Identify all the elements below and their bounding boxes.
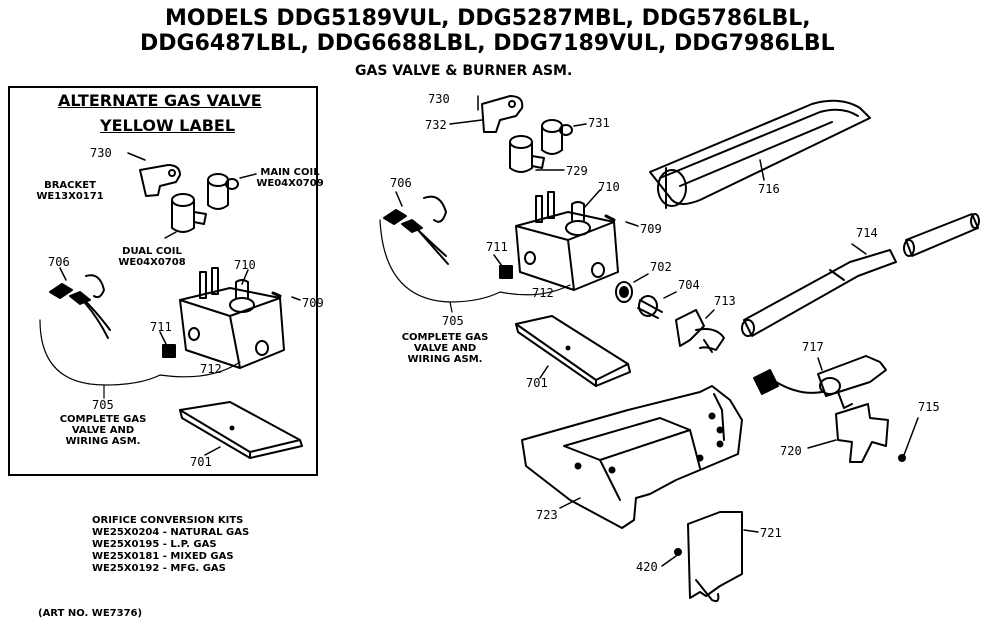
- alt-complete-line1: COMPLETE GAS: [59, 414, 147, 425]
- main-num-732: 732: [425, 118, 447, 132]
- alt-dual-coil-part: WE04X0708: [118, 257, 186, 268]
- alt-num-705: 705: [92, 398, 114, 412]
- alt-main-coil-part: WE04X0709: [256, 178, 324, 189]
- main-wiring-706: [383, 191, 449, 265]
- alt-bracket-part: WE13X0171: [36, 191, 104, 202]
- main-num-713: 713: [714, 294, 736, 308]
- main-complete-line1: COMPLETE GAS: [401, 332, 489, 343]
- main-complete-line2: VALVE AND: [413, 343, 477, 354]
- alt-num-701: 701: [190, 455, 212, 469]
- alt-num-730: 730: [90, 146, 112, 160]
- alt-num-712: 712: [200, 362, 222, 376]
- alt-bracket-text: BRACKET: [44, 180, 96, 191]
- alt-wiring-706: [49, 267, 111, 339]
- main-complete-line3: WIRING ASM.: [407, 354, 483, 365]
- alt-plate-701: [179, 401, 303, 459]
- models-title-line2: DDG6487LBL, DDG6688LBL, DDG7189VUL, DDG7…: [140, 31, 835, 56]
- main-complete-label: COMPLETE GAS VALVE AND WIRING ASM.: [390, 332, 500, 365]
- main-num-716: 716: [758, 182, 780, 196]
- main-num-705: 705: [442, 314, 464, 328]
- alt-bracket-730: [127, 152, 181, 197]
- main-num-420: 420: [636, 560, 658, 574]
- alt-screw-711: [159, 331, 176, 358]
- alt-bracket-label: BRACKET WE13X0171: [30, 180, 110, 202]
- main-num-714: 714: [856, 226, 878, 240]
- main-num-730: 730: [428, 92, 450, 106]
- alt-complete-label: COMPLETE GAS VALVE AND WIRING ASM.: [48, 414, 158, 447]
- main-num-706: 706: [390, 176, 412, 190]
- alt-num-706: 706: [48, 255, 70, 269]
- kits-title: ORIFICE CONVERSION KITS: [92, 515, 244, 526]
- main-num-704: 704: [678, 278, 700, 292]
- main-gas-valve: [515, 189, 639, 291]
- main-screw-711: [499, 265, 513, 279]
- main-num-721: 721: [760, 526, 782, 540]
- main-num-720: 720: [780, 444, 802, 458]
- kit-item: WE25X0192 - MFG. GAS: [92, 563, 226, 574]
- alt-gas-valve: [179, 267, 301, 369]
- kit-item: WE25X0195 - L.P. GAS: [92, 539, 217, 550]
- assembly-subtitle: GAS VALVE & BURNER ASM.: [355, 63, 573, 79]
- main-plate-701: [515, 315, 631, 387]
- main-num-712: 712: [532, 286, 554, 300]
- kit-item: WE25X0181 - MIXED GAS: [92, 551, 234, 562]
- main-screw-715: [898, 417, 919, 462]
- main-num-723: 723: [536, 508, 558, 522]
- alt-main-coil-label: MAIN COIL WE04X0709: [250, 167, 330, 189]
- main-num-701: 701: [526, 376, 548, 390]
- kit-item: WE25X0204 - NATURAL GAS: [92, 527, 250, 538]
- main-num-715: 715: [918, 400, 940, 414]
- art-number: (ART NO. WE7376): [38, 608, 143, 619]
- main-coil-729: [509, 135, 565, 173]
- yellow-label-heading: YELLOW LABEL: [100, 116, 236, 135]
- main-num-710: 710: [598, 180, 620, 194]
- alternate-valve-box: ALTERNATE GAS VALVE YELLOW LABEL: [8, 86, 318, 476]
- main-shield-721: [687, 511, 759, 603]
- alt-main-coil-text: MAIN COIL: [260, 167, 320, 178]
- alt-num-709: 709: [302, 296, 324, 310]
- main-num-717: 717: [802, 340, 824, 354]
- main-num-702: 702: [650, 260, 672, 274]
- main-burner-716: [649, 99, 871, 209]
- main-num-711: 711: [486, 240, 508, 254]
- main-orifice-702: [615, 273, 649, 303]
- main-num-731: 731: [588, 116, 610, 130]
- main-sleeve: [903, 213, 980, 257]
- orifice-kits: ORIFICE CONVERSION KITS WE25X0204 - NATU…: [92, 515, 249, 575]
- main-bracket-730: [449, 95, 524, 133]
- main-screw-420: [661, 548, 682, 567]
- alt-num-711: 711: [150, 320, 172, 334]
- main-support-723: [521, 385, 743, 529]
- alt-dual-coil-label: DUAL COIL WE04X0708: [112, 246, 192, 268]
- alt-705-brace: [39, 319, 241, 386]
- main-num-729: 729: [566, 164, 588, 178]
- main-coil-731: [541, 119, 587, 155]
- alt-complete-line3: WIRING ASM.: [65, 436, 141, 447]
- alt-complete-line2: VALVE AND: [71, 425, 135, 436]
- main-705-brace: [379, 219, 571, 303]
- main-igniter-717: [753, 355, 887, 409]
- alt-main-coil: [207, 173, 257, 210]
- models-title-line1: MODELS DDG5189VUL, DDG5287MBL, DDG5786LB…: [165, 6, 811, 31]
- main-num-709: 709: [640, 222, 662, 236]
- alt-dual-coil: [164, 193, 207, 239]
- main-elbow-713: [675, 309, 725, 353]
- main-fitting-704: [637, 291, 677, 319]
- alternate-heading: ALTERNATE GAS VALVE: [58, 91, 262, 110]
- main-bracket-720: [807, 403, 889, 463]
- main-tube-714: [741, 243, 897, 337]
- alt-dual-coil-text: DUAL COIL: [122, 246, 182, 257]
- alt-num-710: 710: [234, 258, 256, 272]
